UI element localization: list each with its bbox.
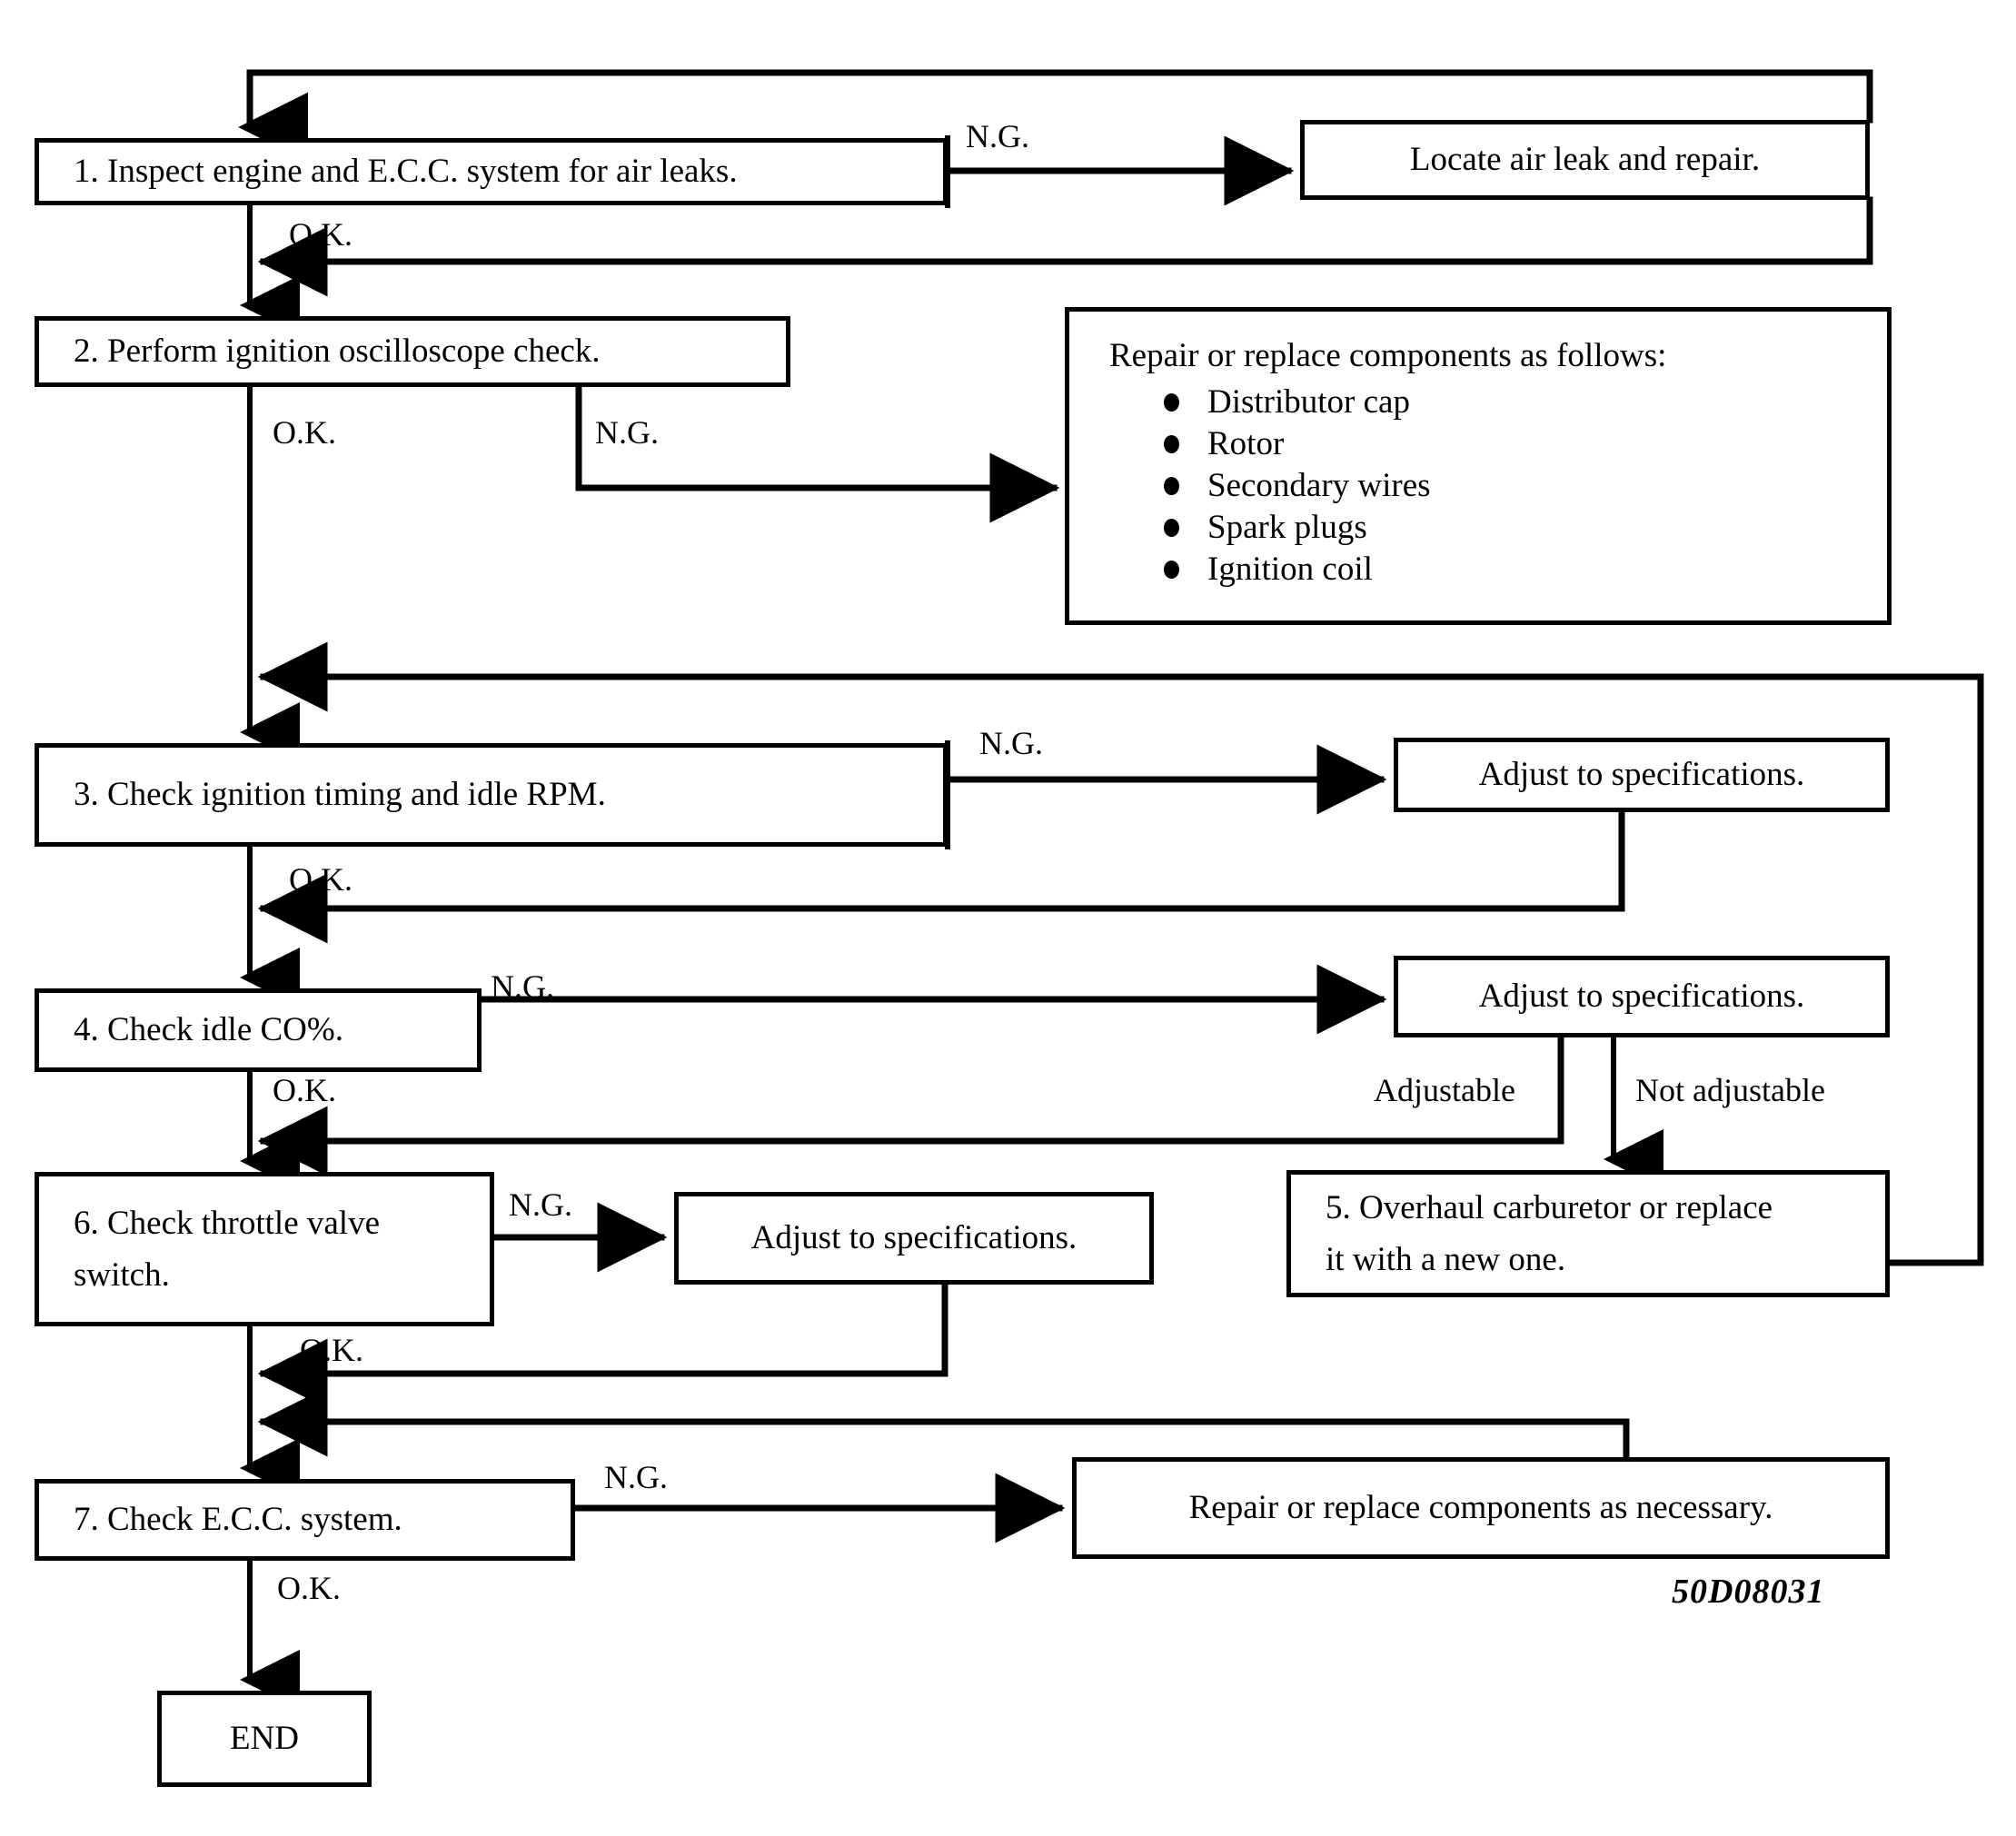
node-adjust-spec-step6[interactable]: Adjust to specifications. [674,1192,1154,1285]
edge-locate-leak-to-step1 [238,69,1873,163]
edge-label-step7-ok: O.K. [277,1570,341,1606]
edge-label-step2-ng: N.G. [595,414,659,451]
node-step3-label: 3. Check ignition timing and idle RPM. [74,775,606,813]
edge-label-adjustable: Adjustable [1374,1072,1515,1108]
node-end[interactable]: END [157,1691,372,1787]
bullet-icon [1164,518,1179,537]
edge-adjust3-return [257,809,1625,944]
edge-components-return-to-step2-spine [257,196,1873,297]
edge-label-step4-ng: N.G. [491,968,554,1005]
list-item: Ignition coil [1164,552,1860,586]
list-item: Secondary wires [1164,469,1860,502]
node-locate-air-leak[interactable]: Locate air leak and repair. [1300,120,1870,200]
node-step5[interactable]: 5. Overhaul carburetor or replace it wit… [1286,1170,1890,1297]
list-item: Rotor [1164,427,1860,461]
node-step2[interactable]: 2. Perform ignition oscilloscope check. [35,316,790,387]
node-step2-label: 2. Perform ignition oscilloscope check. [74,332,601,370]
node-step3[interactable]: 3. Check ignition timing and idle RPM. [35,743,948,847]
edge-label-step1-ok: O.K. [289,216,353,253]
edge-label-step6-ok: O.K. [300,1332,363,1368]
node-step1[interactable]: 1. Inspect engine and E.C.C. system for … [35,138,948,205]
node-step5-label: 5. Overhaul carburetor or replace it wit… [1326,1188,1773,1278]
edge-label-step3-ng: N.G. [979,725,1043,761]
node-step7[interactable]: 7. Check E.C.C. system. [35,1479,575,1561]
bullet-icon [1164,476,1179,495]
node-step6[interactable]: 6. Check throttle valve switch. [35,1172,494,1326]
repair-components-list: Distributor cap Rotor Secondary wires Sp… [1109,385,1860,586]
list-item-label: Ignition coil [1207,551,1373,589]
repair-components-title: Repair or replace components as follows: [1109,337,1667,374]
node-step7-label: 7. Check E.C.C. system. [74,1500,402,1538]
edge-label-step1-ng: N.G. [966,118,1029,154]
edge-label-not-adjustable: Not adjustable [1635,1072,1825,1108]
figure-code: 50D08031 [1672,1573,1825,1611]
node-adjust-spec-step3-label: Adjust to specifications. [1478,755,1805,793]
list-item: Spark plugs [1164,511,1860,544]
node-adjust-spec-step3[interactable]: Adjust to specifications. [1394,738,1890,812]
bullet-icon [1164,434,1179,453]
node-repair-necessary-label: Repair or replace components as necessar… [1188,1488,1773,1526]
node-adjust-spec-step6-label: Adjust to specifications. [750,1218,1078,1256]
bullet-icon [1164,392,1179,412]
edge-components-return-to-step3-spine [257,641,1984,712]
edge-label-step4-ok: O.K. [273,1072,336,1108]
node-step1-label: 1. Inspect engine and E.C.C. system for … [74,152,738,190]
edge-label-step7-ng: N.G. [604,1459,668,1495]
node-step4[interactable]: 4. Check idle CO%. [35,988,482,1072]
bullet-icon [1164,560,1179,579]
node-repair-necessary[interactable]: Repair or replace components as necessar… [1072,1457,1890,1559]
edge-label-step3-ok: O.K. [289,861,353,898]
edge-adjust6-return [257,1281,948,1409]
edge-label-step2-ok: O.K. [273,414,336,451]
edge-step5-return-to-step3 [1886,673,1984,1266]
list-item: Distributor cap [1164,385,1860,419]
node-adjust-spec-step4[interactable]: Adjust to specifications. [1394,956,1890,1037]
node-step4-label: 4. Check idle CO%. [74,1010,343,1048]
node-repair-components[interactable]: Repair or replace components as follows:… [1065,307,1892,625]
list-item-label: Rotor [1207,425,1285,463]
node-adjust-spec-step4-label: Adjust to specifications. [1478,977,1805,1015]
list-item-label: Distributor cap [1207,383,1410,422]
edge-step2-ng [575,383,1060,523]
node-locate-air-leak-label: Locate air leak and repair. [1409,140,1761,178]
edge-label-step6-ng: N.G. [509,1186,572,1223]
edge-adjust4-adjustable [257,1034,1564,1176]
edge-repair-necessary-return [257,1386,1630,1461]
node-end-label: END [229,1719,300,1757]
list-item-label: Spark plugs [1207,509,1367,547]
node-step6-label: 6. Check throttle valve switch. [74,1204,381,1294]
list-item-label: Secondary wires [1207,467,1431,505]
